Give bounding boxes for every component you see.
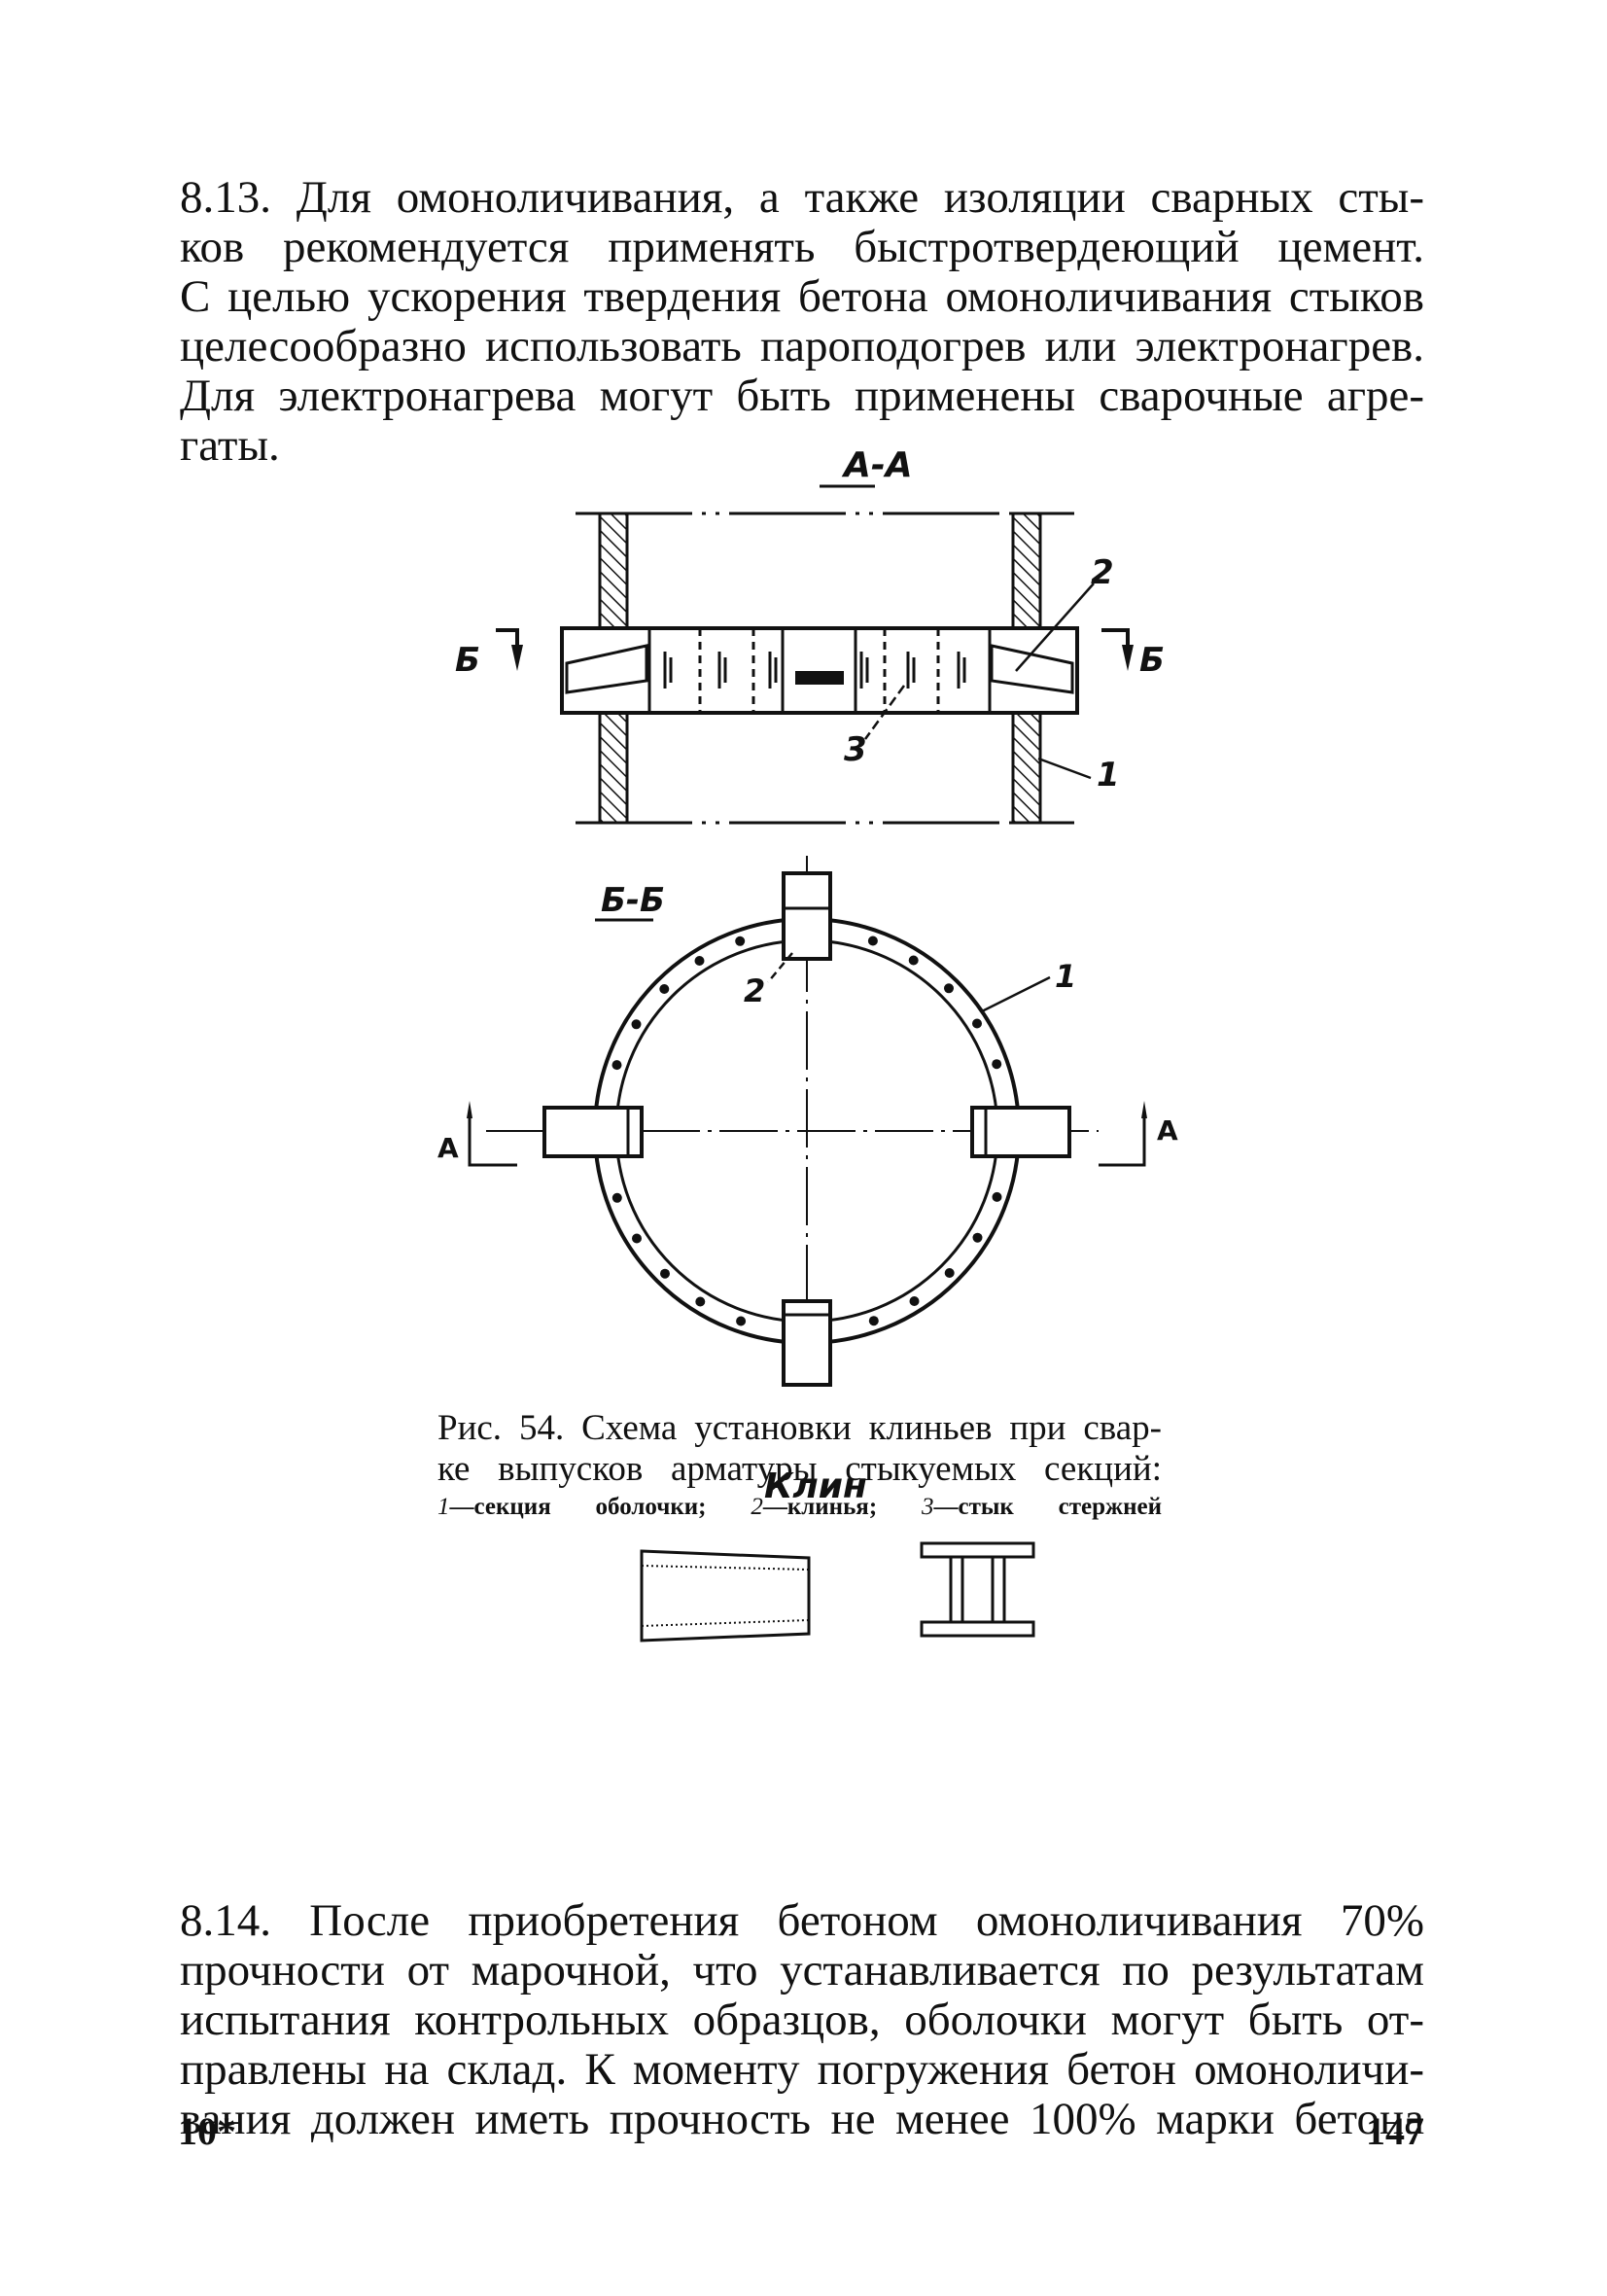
cut-b-right-mark (1101, 628, 1130, 645)
cut-b-left-label: Б (455, 641, 480, 680)
legend-1-num: 1 (437, 1494, 450, 1520)
cut-a-left-mark (468, 1118, 517, 1167)
shell-wall-left-top (598, 512, 629, 630)
text-line: 8.13. Для омоноличивания, а также изоляц… (180, 172, 1424, 223)
rebar-dot (909, 1296, 920, 1306)
ring-callout-1-leader (981, 975, 1051, 1013)
cut-b-right-label: Б (1139, 641, 1165, 680)
rebar-dot (735, 936, 746, 946)
text-line: целесообразно использовать пароподогрев … (180, 321, 1424, 371)
wedge-right (990, 644, 1074, 694)
paragraph-8-13: 8.13. Для омоноличивания, а также изоляц… (180, 173, 1424, 471)
rebar-dot (611, 1060, 622, 1071)
rebar-dot (611, 1192, 622, 1203)
wedge-side-hatch-top (641, 1565, 810, 1571)
ring-wedge-left (542, 1106, 644, 1158)
callout-2-leader (1015, 583, 1095, 672)
legend-3-num: 3 (921, 1494, 934, 1520)
text-line: правлены на склад. К моменту погружения … (180, 2044, 1424, 2095)
text-line: испытания контрольных образцов, оболочки… (180, 1995, 1424, 2045)
rebar-dot (972, 1018, 982, 1029)
text-line: Для электронагрева могут быть применены … (180, 371, 1424, 421)
rebar-dot (659, 984, 670, 994)
text-line: ков рекомендуется применять быстротверде… (180, 222, 1424, 272)
footer-signature-mark: 10* (178, 2109, 236, 2153)
callout-3-leader (863, 685, 906, 740)
caption-line: ке выпусков арматуры стыкуемых секций: (437, 1449, 1162, 1489)
rebar-dots (611, 936, 1002, 1326)
text-line: гаты. (180, 420, 280, 471)
rebar-dot (868, 1316, 879, 1326)
text-line: 8.14. После приобретения бетоном омоноли… (180, 1895, 1424, 1946)
shell-wall-left-bottom (598, 711, 629, 825)
center-joint-block (795, 671, 844, 685)
wedge-side-hatch-bottom (641, 1619, 810, 1627)
rebar-dot (944, 1268, 955, 1278)
section-aa-view: А-А (455, 445, 1165, 825)
rebar-dot (992, 1191, 1002, 1202)
rebar-dot (908, 955, 919, 966)
shell-wall-right-bottom (1011, 711, 1042, 825)
text-line: С целью ускорения твердения бетона омоно… (180, 271, 1424, 322)
page-number: 147 (1366, 2109, 1424, 2153)
callout-2-label: 2 (1091, 553, 1114, 592)
legend-3-text: —стык стержней (933, 1494, 1163, 1520)
wedge-side-view (640, 1549, 811, 1643)
cut-a-left-arrow (467, 1101, 472, 1118)
ring-callout-2-label: 2 (744, 972, 765, 1009)
wedge-title: Клин (764, 1466, 867, 1506)
rebar-dot (972, 1232, 983, 1243)
rebar-dot (992, 1059, 1002, 1070)
rebar-dot (867, 936, 878, 946)
wedge-left (565, 644, 648, 694)
text-line: вания должен иметь прочность не менее 10… (180, 2094, 1424, 2144)
cut-b-left-arrow (511, 645, 523, 671)
cut-a-right-mark (1099, 1118, 1146, 1167)
band-partitions (647, 628, 992, 713)
rebar-dot (632, 1233, 642, 1244)
rebar-dot (660, 1268, 670, 1279)
shell-wall-right-top (1011, 512, 1042, 630)
wedge-section-view (920, 1541, 1035, 1638)
rebar-dot (694, 956, 705, 966)
ring-wedge-top (782, 871, 832, 961)
ring-wedge-right (970, 1106, 1071, 1158)
cut-b-left-mark (496, 628, 519, 645)
ring-callout-1-label: 1 (1055, 958, 1076, 995)
callout-1-label: 1 (1097, 756, 1120, 795)
section-bb-view: Б-Б 2 1 А (437, 856, 1178, 1387)
ring-callout-2-leader (767, 952, 793, 983)
cut-a-left-label: А (437, 1132, 459, 1164)
caption-legend: 1—секция оболочки; 2—клинья; 3—стык стер… (437, 1490, 1162, 1525)
cut-b-right-arrow (1122, 645, 1134, 671)
callout-3-label: 3 (844, 730, 867, 769)
figure-caption: Рис. 54. Схема установки клиньев при сва… (437, 1408, 1162, 1525)
cut-a-right-arrow (1141, 1101, 1147, 1118)
legend-1-text: —секция оболочки; (449, 1494, 707, 1520)
section-bb-label: Б-Б (601, 881, 665, 920)
cut-a-right-label: А (1157, 1114, 1178, 1147)
rebar-dot (695, 1296, 706, 1307)
rebar-joints (663, 652, 966, 689)
wedge-detail: Клин (640, 1466, 1035, 1643)
caption-line: Рис. 54. Схема установки клиньев при сва… (437, 1408, 1162, 1448)
text-line: прочности от марочной, что устанавливает… (180, 1945, 1424, 1996)
legend-2-text: —клинья; (762, 1494, 878, 1520)
rebar-dot (631, 1019, 642, 1030)
paragraph-8-14: 8.14. После приобретения бетоном омоноли… (180, 1896, 1424, 2144)
callout-1-leader (1037, 757, 1092, 780)
rebar-dot (944, 983, 954, 994)
legend-2-num: 2 (751, 1494, 763, 1520)
section-aa-label: А-А (841, 445, 913, 485)
rebar-dot (736, 1316, 747, 1326)
